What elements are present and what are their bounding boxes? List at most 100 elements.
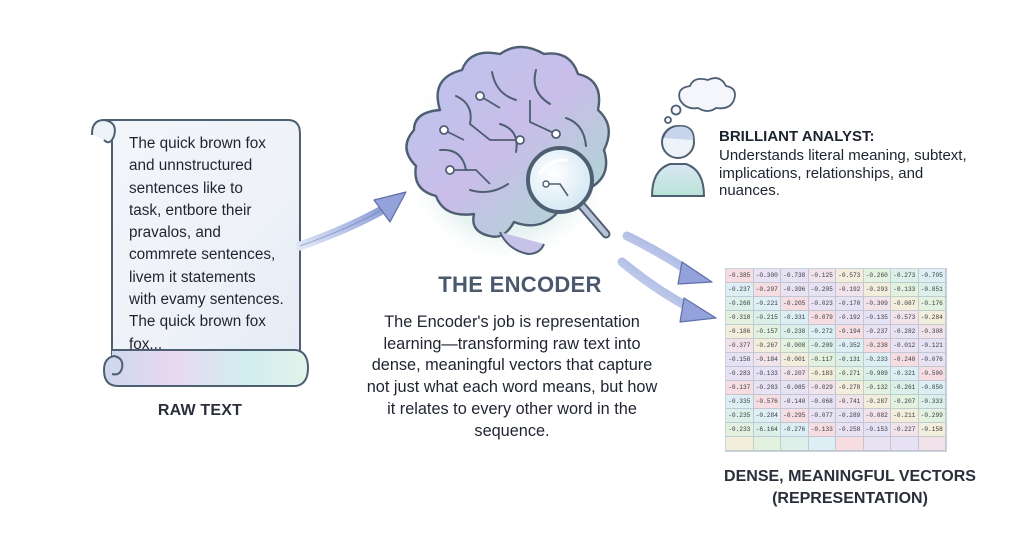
matrix-cell: -0.183 (808, 367, 836, 381)
encoder-description: The Encoder's job is representation lear… (366, 313, 658, 440)
vectors-label-line2: (REPRESENTATION) (772, 490, 928, 507)
matrix-cell: -0.085 (781, 381, 809, 395)
matrix-cell: -0.741 (836, 395, 864, 409)
matrix-cell: -0.132 (863, 381, 891, 395)
matrix-cell: -0.209 (808, 339, 836, 353)
matrix-cell: -0.260 (863, 269, 891, 283)
raw-text-line: The quick brown fox (129, 313, 266, 331)
matrix-cell: -0.284 (918, 311, 946, 325)
matrix-cell: -0.137 (726, 381, 754, 395)
matrix-cell: -0.738 (781, 269, 809, 283)
matrix-cell: -0.333 (918, 395, 946, 409)
matrix-cell: -0.207 (891, 395, 919, 409)
matrix-cell: -0.117 (808, 353, 836, 367)
matrix-cell: -0.077 (808, 409, 836, 423)
matrix-cell: -0.076 (918, 353, 946, 367)
matrix-cell: -0.331 (781, 311, 809, 325)
matrix-cell: -0.284 (753, 409, 781, 423)
raw-text-line: task, entbore their (129, 201, 252, 219)
matrix-cell: -0.297 (753, 283, 781, 297)
matrix-cell: -0.121 (918, 339, 946, 353)
matrix-cell: -0.276 (781, 423, 809, 437)
matrix-cell: -0.012 (891, 339, 919, 353)
thought-bubble-icon (664, 77, 736, 124)
matrix-cell: -0.352 (836, 339, 864, 353)
matrix-cell: -6.164 (753, 423, 781, 437)
matrix-cell: -0.192 (836, 283, 864, 297)
circuit-lines (439, 91, 561, 185)
matrix-cell: -0.001 (781, 353, 809, 367)
arrow-encoder-to-analyst-vectors (622, 231, 713, 285)
matrix-cell: -0.576 (753, 395, 781, 409)
analyst-description: Understands literal meaning, subtext, im… (719, 147, 967, 199)
encoder-title: THE ENCODER (438, 272, 602, 297)
matrix-cell: -0.087 (891, 297, 919, 311)
matrix-cell: -0.235 (726, 409, 754, 423)
matrix-cell: -0.237 (863, 325, 891, 339)
matrix-cell: -0.299 (918, 409, 946, 423)
matrix-cell (808, 437, 836, 451)
matrix-cell: -0.205 (808, 283, 836, 297)
matrix-cell: -0.215 (753, 311, 781, 325)
matrix-cell (781, 437, 809, 451)
raw-text-line: fox... (129, 335, 163, 353)
matrix-cell: -0.140 (781, 395, 809, 409)
matrix-cell: -0.308 (918, 325, 946, 339)
matrix-cell: -0.157 (753, 325, 781, 339)
matrix-cell: -0.283 (753, 381, 781, 395)
matrix-cell: -0.272 (808, 325, 836, 339)
matrix-cell: -0.248 (891, 353, 919, 367)
vectors-label-line1: DENSE, MEANINGFUL VECTORS (724, 468, 976, 485)
matrix-cell: -0.396 (781, 283, 809, 297)
matrix-cell: -0.268 (726, 297, 754, 311)
matrix-cell: -0.377 (726, 339, 754, 353)
matrix-cell: -0.283 (726, 367, 754, 381)
matrix-cell: -0.131 (836, 353, 864, 367)
matrix-cell: -0.300 (753, 269, 781, 283)
raw-text-line: commrete sentences, (129, 246, 276, 264)
matrix-cell: -0.287 (863, 395, 891, 409)
matrix-cell: -0.385 (726, 269, 754, 283)
matrix-cell: -0.068 (808, 395, 836, 409)
matrix-cell: -0.211 (891, 409, 919, 423)
matrix-cell: -0.158 (918, 423, 946, 437)
raw-text-line: pravalos, and (129, 224, 221, 242)
matrix-cell: -0.273 (891, 269, 919, 283)
matrix-cell: -0.261 (891, 381, 919, 395)
matrix-cell: -0.237 (726, 283, 754, 297)
magnifier-icon (526, 146, 611, 239)
analyst-title: BRILLIANT ANALYST: (719, 128, 875, 145)
matrix-cell: -0.221 (753, 297, 781, 311)
matrix-cell: -0.318 (726, 311, 754, 325)
matrix-cell: -0.289 (836, 409, 864, 423)
matrix-cell: -0.233 (863, 353, 891, 367)
matrix-cell: -0.207 (781, 367, 809, 381)
matrix-cell: -0.158 (726, 353, 754, 367)
matrix-cell: -0.029 (808, 381, 836, 395)
matrix-cell: -0.573 (836, 269, 864, 283)
matrix-cell: -0.258 (836, 423, 864, 437)
matrix-cell: -0.321 (891, 367, 919, 381)
matrix-cell (836, 437, 864, 451)
scroll-bottom-roll (102, 349, 310, 387)
raw-text-line: sentences like to (129, 179, 243, 197)
matrix-cell (891, 437, 919, 451)
matrix-cell: -0.295 (781, 409, 809, 423)
matrix-cell: -0.125 (808, 269, 836, 283)
matrix-cell (863, 437, 891, 451)
matrix-cell: -0.500 (918, 367, 946, 381)
matrix-cell: -0.851 (918, 283, 946, 297)
matrix-cell: -0.233 (726, 423, 754, 437)
matrix-cell: -0.079 (808, 311, 836, 325)
raw-text-label: RAW TEXT (157, 402, 243, 419)
raw-text-line: livem it statements (129, 268, 256, 286)
matrix-cell: -0.023 (808, 297, 836, 311)
vector-matrix: -0.385-0.300-0.738-0.125-0.573-0.260-0.2… (725, 268, 947, 452)
matrix-cell: -0.271 (836, 367, 864, 381)
matrix-cell: -0.194 (836, 325, 864, 339)
matrix-cell: -0.850 (918, 381, 946, 395)
raw-text-line: The quick brown fox (129, 135, 266, 152)
